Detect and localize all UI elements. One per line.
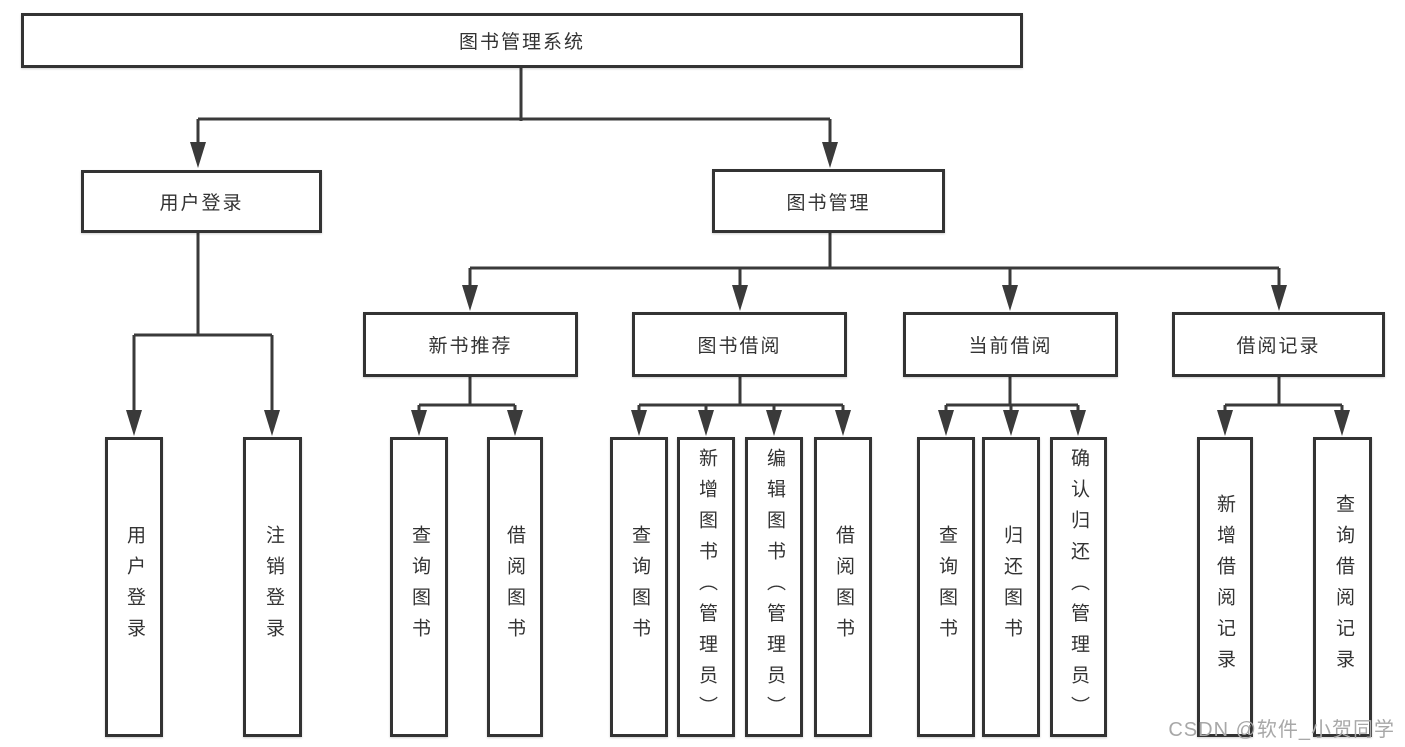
- node-book-borrowing: 图书借阅: [632, 312, 847, 377]
- leaf-logout: 注销登录: [243, 437, 302, 737]
- arrowhead-icon: [732, 285, 748, 311]
- leaf-user-login: 用户登录: [105, 437, 163, 737]
- node-book-management: 图书管理: [712, 169, 945, 233]
- arrowhead-icon: [631, 410, 647, 436]
- arrowhead-icon: [1334, 410, 1350, 436]
- leaf-query-books-current: 查询图书: [917, 437, 975, 737]
- leaf-query-books-newbook: 查询图书: [390, 437, 448, 737]
- arrowhead-icon: [507, 410, 523, 436]
- arrowhead-icon: [1070, 410, 1086, 436]
- arrowhead-icon: [264, 410, 280, 436]
- node-current-borrowing: 当前借阅: [903, 312, 1118, 377]
- node-user-login: 用户登录: [81, 170, 322, 233]
- leaf-borrow-books-borrow: 借阅图书: [814, 437, 872, 737]
- arrowhead-icon: [190, 142, 206, 168]
- leaf-edit-book-admin: 编辑图书（管理员）: [745, 437, 803, 737]
- leaf-add-borrow-record: 新增借阅记录: [1197, 437, 1253, 737]
- leaf-add-book-admin: 新增图书（管理员）: [677, 437, 735, 737]
- node-new-book-recommendation: 新书推荐: [363, 312, 578, 377]
- leaf-query-borrow-record: 查询借阅记录: [1313, 437, 1372, 737]
- arrowhead-icon: [1002, 285, 1018, 311]
- leaf-confirm-return-admin: 确认归还（管理员）: [1050, 437, 1107, 737]
- arrowhead-icon: [1217, 410, 1233, 436]
- node-borrowing-records: 借阅记录: [1172, 312, 1385, 377]
- arrowhead-icon: [835, 410, 851, 436]
- arrowhead-icon: [411, 410, 427, 436]
- arrowhead-icon: [822, 142, 838, 168]
- node-library-management-system: 图书管理系统: [21, 13, 1023, 68]
- arrowhead-icon: [766, 410, 782, 436]
- watermark-text: CSDN @软件_小贺同学: [1168, 719, 1395, 741]
- arrowhead-icon: [698, 410, 714, 436]
- arrowhead-icon: [1003, 410, 1019, 436]
- leaf-query-books-borrow: 查询图书: [610, 437, 668, 737]
- arrowhead-icon: [462, 285, 478, 311]
- arrowhead-icon: [126, 410, 142, 436]
- leaf-return-books: 归还图书: [982, 437, 1040, 737]
- arrowhead-icon: [1271, 285, 1287, 311]
- leaf-borrow-books-newbook: 借阅图书: [487, 437, 543, 737]
- arrowhead-icon: [938, 410, 954, 436]
